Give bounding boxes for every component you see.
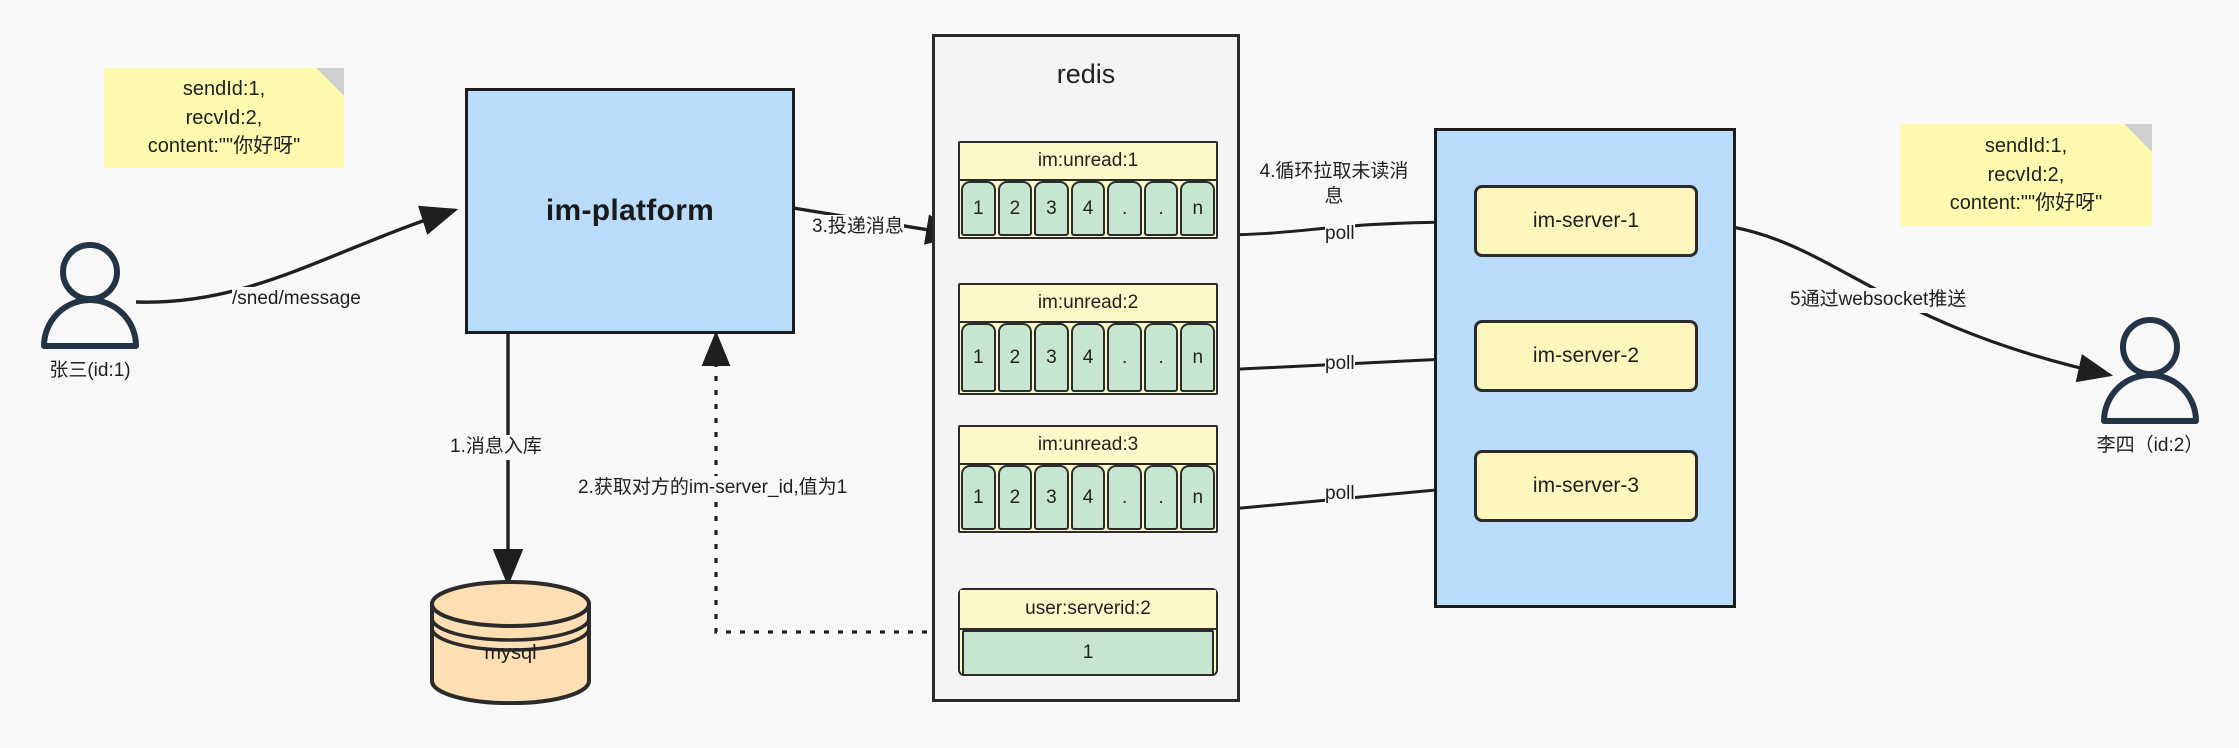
queue-cell: 1 (961, 465, 996, 530)
queue-cell: 4 (1070, 181, 1106, 236)
im-server-2-box[interactable]: im-server-2 (1474, 320, 1698, 392)
im-server-1-box[interactable]: im-server-1 (1474, 185, 1698, 257)
queue-cell: . (1143, 323, 1179, 392)
queue-cell: n (1180, 465, 1216, 530)
redis-key-name: im:unread:1 (960, 143, 1216, 181)
note-fold-icon (2124, 124, 2152, 152)
edge-label-step5: 5通过websocket推送 (1790, 288, 1967, 313)
queue-cell: 3 (1034, 181, 1069, 236)
mysql-datastore[interactable]: mysql (428, 580, 593, 706)
redis-key-name: user:serverid:2 (960, 590, 1216, 630)
im-server-2-label: im-server-2 (1532, 344, 1640, 367)
queue-cell: n (1180, 323, 1216, 392)
database-cylinder-icon (430, 580, 591, 706)
note-right-text: sendId:1, recvId:2, content:""你好呀" (1949, 135, 2103, 215)
queue-cell: 4 (1070, 465, 1106, 530)
redis-key-name: im:unread:2 (960, 285, 1216, 323)
im-server-1-label: im-server-1 (1532, 209, 1640, 232)
redis-key-im-unread-1[interactable]: im:unread:1 1 2 3 4 . . n (958, 141, 1218, 239)
redis-key-cells: 1 2 3 4 . . n (960, 465, 1216, 531)
actor-sender (30, 240, 150, 350)
im-server-3-box[interactable]: im-server-3 (1474, 450, 1698, 522)
queue-cell: n (1180, 181, 1216, 236)
edge-label-step1: 1.消息入库 (450, 435, 542, 460)
queue-cell: . (1107, 465, 1142, 530)
queue-cell: 2 (997, 465, 1033, 530)
queue-cell: 1 (961, 181, 996, 236)
user-icon (41, 242, 139, 349)
queue-cell: 2 (997, 181, 1033, 236)
edge-label-poll-2: poll (1325, 352, 1355, 377)
queue-cell: . (1143, 465, 1179, 530)
mysql-label: mysql (484, 642, 537, 664)
im-platform-label: im-platform (545, 194, 715, 227)
user-icon (2101, 317, 2199, 424)
actor-sender-label: 张三(id:1) (49, 360, 131, 381)
actor-receiver (2090, 315, 2210, 425)
redis-key-cells: 1 2 3 4 . . n (960, 323, 1216, 393)
redis-key-cells: 1 2 3 4 . . n (960, 181, 1216, 237)
redis-key-user-serverid-2[interactable]: user:serverid:2 1 (958, 588, 1218, 676)
queue-cell: 2 (997, 323, 1033, 392)
edge-label-step4: 4.循环拉取未读消 息 (1254, 160, 1414, 210)
edge-label-send-message: /sned/message (232, 287, 361, 312)
queue-cell: 3 (1034, 323, 1069, 392)
queue-cell: . (1107, 323, 1142, 392)
queue-cell: . (1107, 181, 1142, 236)
note-left-text: sendId:1, recvId:2, content:""你好呀" (147, 78, 301, 158)
edge-label-step3: 3.投递消息 (812, 215, 904, 240)
edge-label-poll-1: poll (1325, 222, 1355, 247)
redis-key-name: im:unread:3 (960, 427, 1216, 465)
redis-title: redis (1056, 59, 1116, 89)
queue-cell: 1 (961, 323, 996, 392)
note-left: sendId:1, recvId:2, content:""你好呀" (104, 68, 344, 168)
im-server-3-label: im-server-3 (1532, 474, 1640, 497)
edge-label-step2: 2.获取对方的im-server_id,值为1 (578, 476, 848, 501)
redis-key-im-unread-2[interactable]: im:unread:2 1 2 3 4 . . n (958, 283, 1218, 395)
redis-key-im-unread-3[interactable]: im:unread:3 1 2 3 4 . . n (958, 425, 1218, 533)
actor-receiver-label: 李四（id:2） (2096, 435, 2204, 456)
im-platform-box[interactable]: im-platform (465, 88, 795, 334)
queue-cell: 4 (1070, 323, 1106, 392)
queue-cell: 3 (1034, 465, 1069, 530)
edge-label-poll-3: poll (1325, 482, 1355, 507)
redis-key-value: 1 (962, 630, 1214, 676)
queue-cell: . (1143, 181, 1179, 236)
note-right: sendId:1, recvId:2, content:""你好呀" (1900, 124, 2152, 226)
note-fold-icon (316, 68, 344, 96)
